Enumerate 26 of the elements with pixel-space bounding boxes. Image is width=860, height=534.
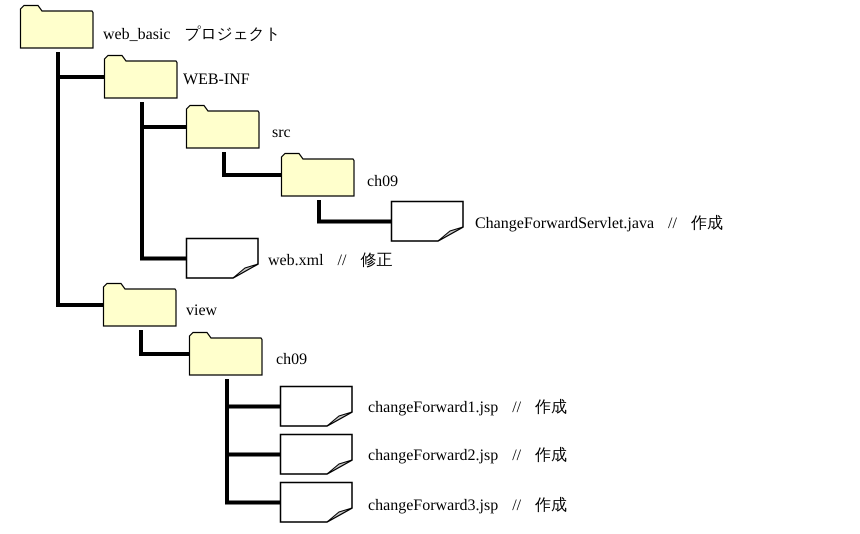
folder-icon (104, 55, 178, 99)
file-name-label: changeForward3.jsp // 作成 (368, 496, 568, 516)
file-name-label: ChangeForwardServlet.java // 作成 (475, 214, 723, 234)
file-name-label: changeForward1.jsp // 作成 (368, 398, 568, 418)
tree-connector (139, 330, 189, 356)
document-icon (280, 482, 353, 523)
document-icon (280, 386, 353, 427)
file-name-label: ch09 (276, 350, 308, 370)
tree-connector (56, 52, 103, 307)
file-name-label: view (186, 301, 218, 321)
document-icon (186, 238, 259, 279)
document-icon (280, 434, 353, 475)
file-name-label: src (272, 123, 291, 143)
file-name-label: ch09 (367, 172, 398, 192)
file-name-label: WEB-INF (183, 70, 250, 90)
folder-icon (20, 5, 94, 49)
file-name-label: web_basic プロジェクト (103, 25, 281, 45)
tree-connector (222, 152, 281, 177)
folder-icon (103, 283, 177, 327)
tree-connector (317, 200, 391, 224)
folder-icon (281, 153, 355, 197)
folder-icon (186, 105, 260, 149)
file-name-label: web.xml // 修正 (268, 251, 392, 271)
file-name-label: changeForward2.jsp // 作成 (368, 446, 568, 466)
document-icon (391, 201, 464, 242)
folder-icon (189, 332, 263, 376)
